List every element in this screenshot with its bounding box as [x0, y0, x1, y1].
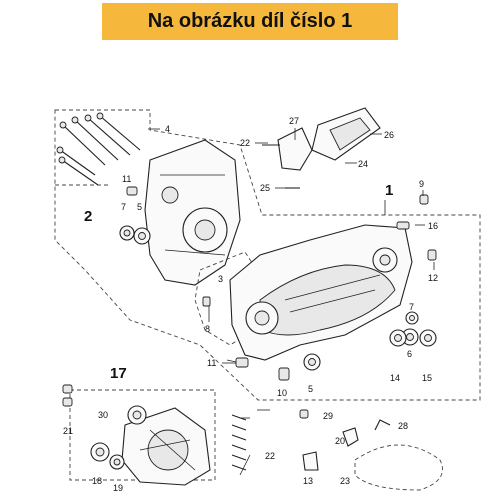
callout-1: 1 — [385, 182, 393, 199]
callout-2: 2 — [84, 208, 92, 225]
pin-8 — [202, 296, 211, 307]
callout-29: 29 — [323, 411, 333, 421]
callout-13: 13 — [303, 476, 313, 486]
callout-9: 9 — [419, 179, 424, 189]
callout-23: 23 — [340, 476, 350, 486]
dowel-11-left — [126, 186, 138, 196]
callout-12: 12 — [428, 273, 438, 283]
callout-17: 17 — [110, 365, 127, 382]
bearing-5-right — [303, 353, 321, 371]
callout-27: 27 — [289, 116, 299, 126]
bearing-7-right — [405, 311, 419, 325]
callout-15: 15 — [422, 373, 432, 383]
callout-11-right: 11 — [207, 358, 216, 368]
callout-25: 25 — [260, 183, 270, 193]
callout-24: 24 — [358, 159, 368, 169]
dowel-10 — [278, 367, 290, 381]
plug-21 — [62, 384, 73, 407]
intake-assembly — [262, 107, 381, 189]
title-banner: Na obrázku díl číslo 1 — [102, 3, 398, 40]
callout-20: 20 — [335, 436, 345, 446]
callout-30: 30 — [98, 410, 108, 420]
banner-title: Na obrázku díl číslo 1 — [147, 10, 353, 32]
group-outline-17 — [69, 389, 216, 481]
callout-22-top: 22 — [240, 138, 250, 148]
callout-26: 26 — [384, 130, 394, 140]
bearing-7-left — [119, 225, 135, 241]
callout-22-bottom: 22 — [265, 451, 275, 461]
callout-10: 10 — [277, 388, 287, 398]
fitting-16 — [396, 221, 410, 230]
callout-8: 8 — [205, 324, 210, 334]
callout-5-left: 5 — [137, 202, 142, 212]
callout-7-left: 7 — [121, 202, 126, 212]
callout-16: 16 — [428, 221, 438, 231]
callout-7-right: 7 — [409, 302, 414, 312]
left-crankcase-half — [144, 139, 241, 286]
cover-part-17 — [90, 405, 211, 486]
callout-21: 21 — [63, 426, 73, 436]
bearing-14 — [389, 329, 407, 347]
bearing-5-left — [133, 227, 151, 245]
bearing-15 — [419, 329, 437, 347]
plug-9 — [419, 194, 429, 205]
callout-11-left: 11 — [122, 174, 131, 184]
callout-18: 18 — [92, 476, 102, 486]
group-outline-2 — [54, 109, 481, 401]
dowel-11-right — [235, 357, 249, 368]
callout-3: 3 — [218, 274, 223, 284]
bolts-group — [56, 112, 141, 186]
callout-6: 6 — [407, 349, 412, 359]
bolt-12 — [427, 249, 437, 261]
callout-14: 14 — [390, 373, 400, 383]
callout-19: 19 — [113, 483, 123, 493]
callout-5-right: 5 — [308, 384, 313, 394]
callout-4: 4 — [165, 124, 170, 134]
misc-bottom-parts — [299, 409, 443, 491]
screws-22-lower — [231, 414, 247, 471]
leader-lines — [148, 128, 435, 476]
callout-28: 28 — [398, 421, 408, 431]
crankcase-half-part-1 — [229, 224, 413, 361]
